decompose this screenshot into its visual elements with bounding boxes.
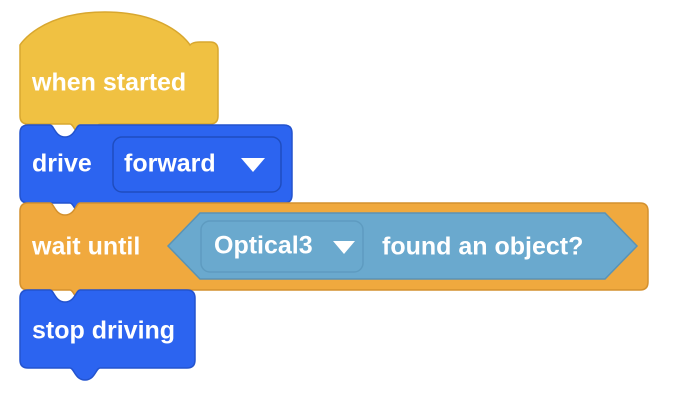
stop-driving-shape[interactable] [19,289,196,381]
drive-direction-dropdown[interactable]: forward [112,136,282,193]
direction-dropdown-background[interactable] [112,136,282,193]
block-when-started[interactable]: when started [19,11,219,137]
wait-until-label: wait until [31,233,140,261]
stop-driving-label: stop driving [32,317,175,345]
sensor-dropdown[interactable]: Optical3 [200,220,364,273]
when-started-shape[interactable] [19,11,219,137]
chevron-down-icon[interactable] [333,241,355,254]
when-started-label: when started [31,69,186,97]
found-an-object-label: found an object? [382,233,583,261]
chevron-down-icon[interactable] [241,158,265,172]
sensor-dropdown-value: Optical3 [214,232,313,260]
block-stop-driving[interactable]: stop driving [19,289,196,381]
drive-label: drive [32,150,92,178]
direction-dropdown-value: forward [124,150,216,178]
block-wait-until[interactable]: wait until Optical3 found an object? [19,202,649,303]
sensor-dropdown-background[interactable] [200,220,364,273]
block-optical-found-object[interactable]: Optical3 found an object? [166,212,639,280]
block-drive[interactable]: drive forward [19,124,293,216]
